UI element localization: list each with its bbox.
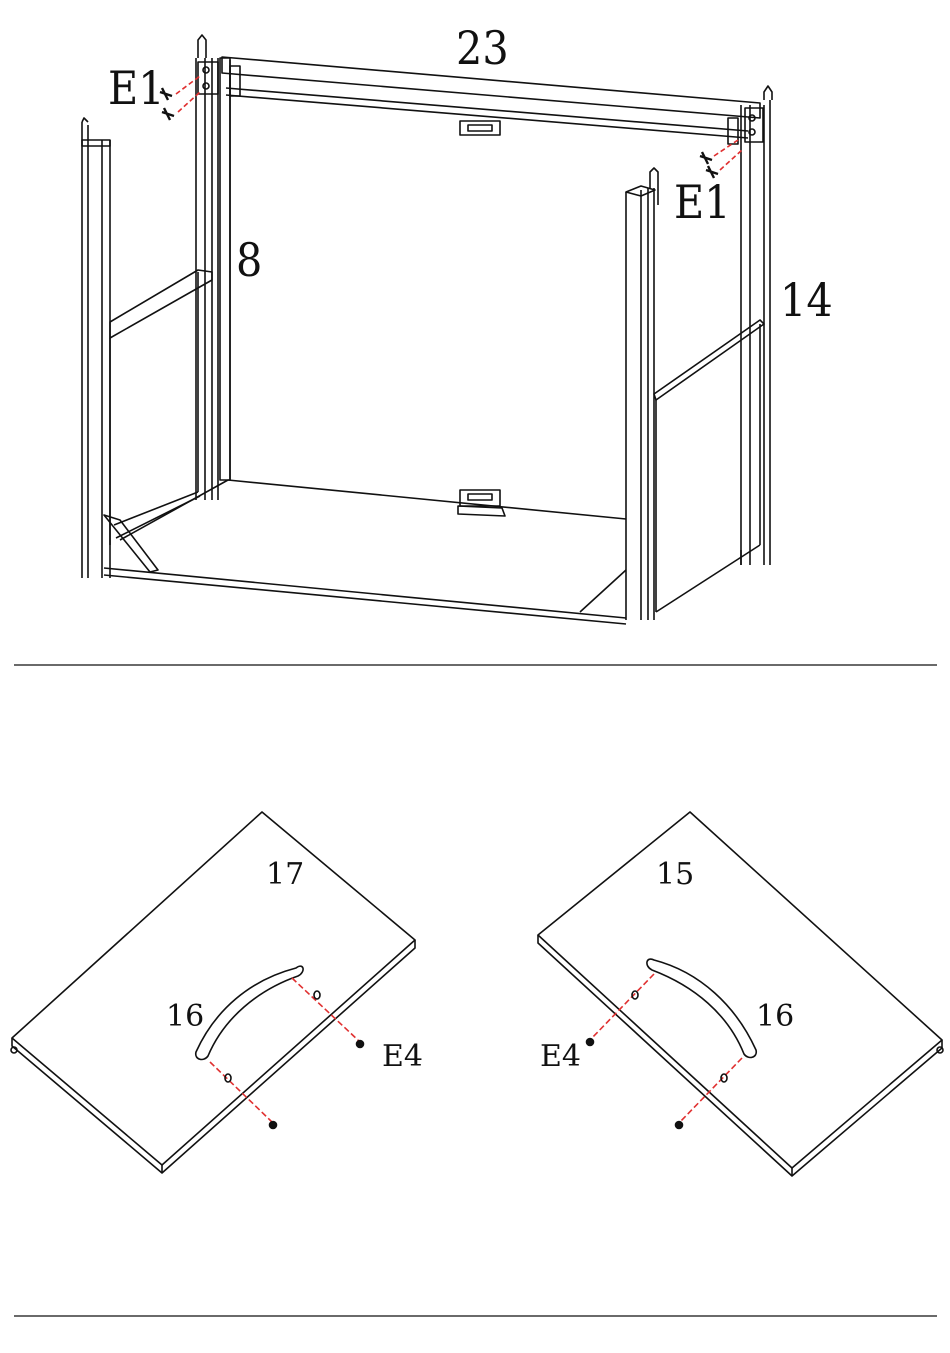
handle-16-right (647, 959, 756, 1057)
label-screw-e4-right: E4 (540, 1039, 581, 1074)
handle-16-left (196, 966, 303, 1059)
label-part-17: 17 (266, 857, 304, 892)
label-handle-16-right: 16 (756, 999, 794, 1034)
screw-e1-left (160, 76, 200, 120)
label-part-15: 15 (656, 857, 694, 892)
label-screw-e1-right: E1 (674, 175, 731, 229)
right-door-15-drawing (538, 812, 943, 1176)
left-post-front (196, 35, 240, 500)
label-part-14: 14 (780, 273, 833, 327)
label-screw-e4-left: E4 (382, 1039, 423, 1074)
bottom-shelf (104, 480, 626, 624)
left-door-17-drawing (11, 812, 415, 1173)
screw-e1-right (700, 140, 742, 178)
label-part-8: 8 (236, 233, 262, 287)
left-leg (82, 118, 110, 578)
label-screw-e1-left: E1 (108, 61, 165, 115)
cabinet-frame-drawing (82, 35, 772, 624)
label-handle-16-left: 16 (166, 999, 204, 1034)
label-part-23: 23 (456, 21, 509, 75)
right-post-14 (728, 86, 772, 565)
right-side-panel (654, 320, 764, 612)
